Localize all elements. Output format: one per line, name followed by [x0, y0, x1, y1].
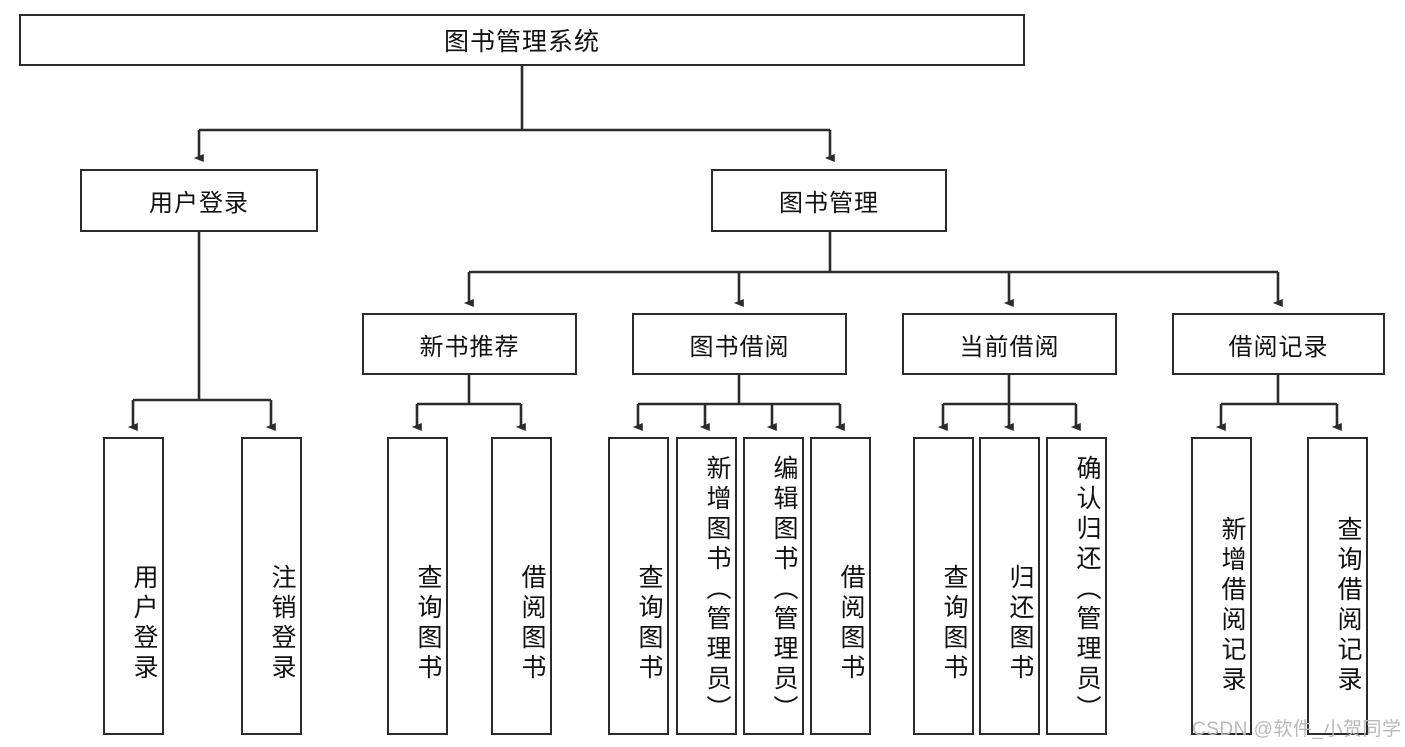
- node-label: 当前借阅: [959, 333, 1060, 361]
- node-current-borrow[interactable]: 当前借阅: [902, 313, 1117, 375]
- node-new-book-recommend[interactable]: 新书推荐: [362, 313, 577, 375]
- node-leaf-add-record[interactable]: 新增借阅记录: [1191, 437, 1252, 735]
- node-label: 确认归还（管理员）: [1073, 455, 1101, 725]
- node-label: 新增图书（管理员）: [703, 455, 731, 725]
- node-label: 借阅图书: [518, 564, 546, 684]
- node-book-borrow[interactable]: 图书借阅: [632, 313, 847, 375]
- node-leaf-query-book-1[interactable]: 查询图书: [387, 437, 448, 735]
- node-leaf-user-login[interactable]: 用户登录: [103, 437, 164, 735]
- node-label: 归还图书: [1006, 564, 1034, 684]
- node-label: 查询借阅记录: [1334, 516, 1362, 696]
- node-book-manage[interactable]: 图书管理: [711, 169, 947, 232]
- node-leaf-edit-book[interactable]: 编辑图书（管理员）: [743, 437, 804, 735]
- node-leaf-query-book-3[interactable]: 查询图书: [913, 437, 974, 735]
- node-label: 编辑图书（管理员）: [770, 455, 798, 725]
- node-label: 图书管理: [779, 190, 879, 217]
- node-borrow-record[interactable]: 借阅记录: [1172, 313, 1385, 375]
- node-label: 查询图书: [635, 564, 663, 684]
- node-label: 图书管理系统: [443, 28, 600, 56]
- node-leaf-borrow-book-1[interactable]: 借阅图书: [491, 437, 552, 735]
- node-label: 借阅记录: [1228, 333, 1329, 361]
- node-leaf-confirm-return[interactable]: 确认归还（管理员）: [1046, 437, 1107, 735]
- node-label: 用户登录: [130, 564, 158, 684]
- node-label: 图书借阅: [689, 333, 790, 361]
- node-label: 查询图书: [414, 564, 442, 684]
- node-leaf-query-record[interactable]: 查询借阅记录: [1307, 437, 1368, 735]
- node-label: 新书推荐: [419, 333, 520, 361]
- node-label: 查询图书: [940, 564, 968, 684]
- node-label: 用户登录: [149, 190, 249, 217]
- node-user-login[interactable]: 用户登录: [80, 169, 318, 232]
- node-leaf-user-logout[interactable]: 注销登录: [241, 437, 302, 735]
- node-label: 新增借阅记录: [1218, 516, 1246, 696]
- watermark-text: CSDN @软件_小贺同学: [1192, 719, 1402, 740]
- node-leaf-add-book[interactable]: 新增图书（管理员）: [676, 437, 737, 735]
- node-root-book-management-system[interactable]: 图书管理系统: [19, 14, 1025, 66]
- node-label: 注销登录: [268, 564, 296, 684]
- node-label: 借阅图书: [837, 564, 865, 684]
- node-leaf-borrow-book-2[interactable]: 借阅图书: [810, 437, 871, 735]
- node-leaf-query-book-2[interactable]: 查询图书: [608, 437, 669, 735]
- node-leaf-return-book[interactable]: 归还图书: [979, 437, 1040, 735]
